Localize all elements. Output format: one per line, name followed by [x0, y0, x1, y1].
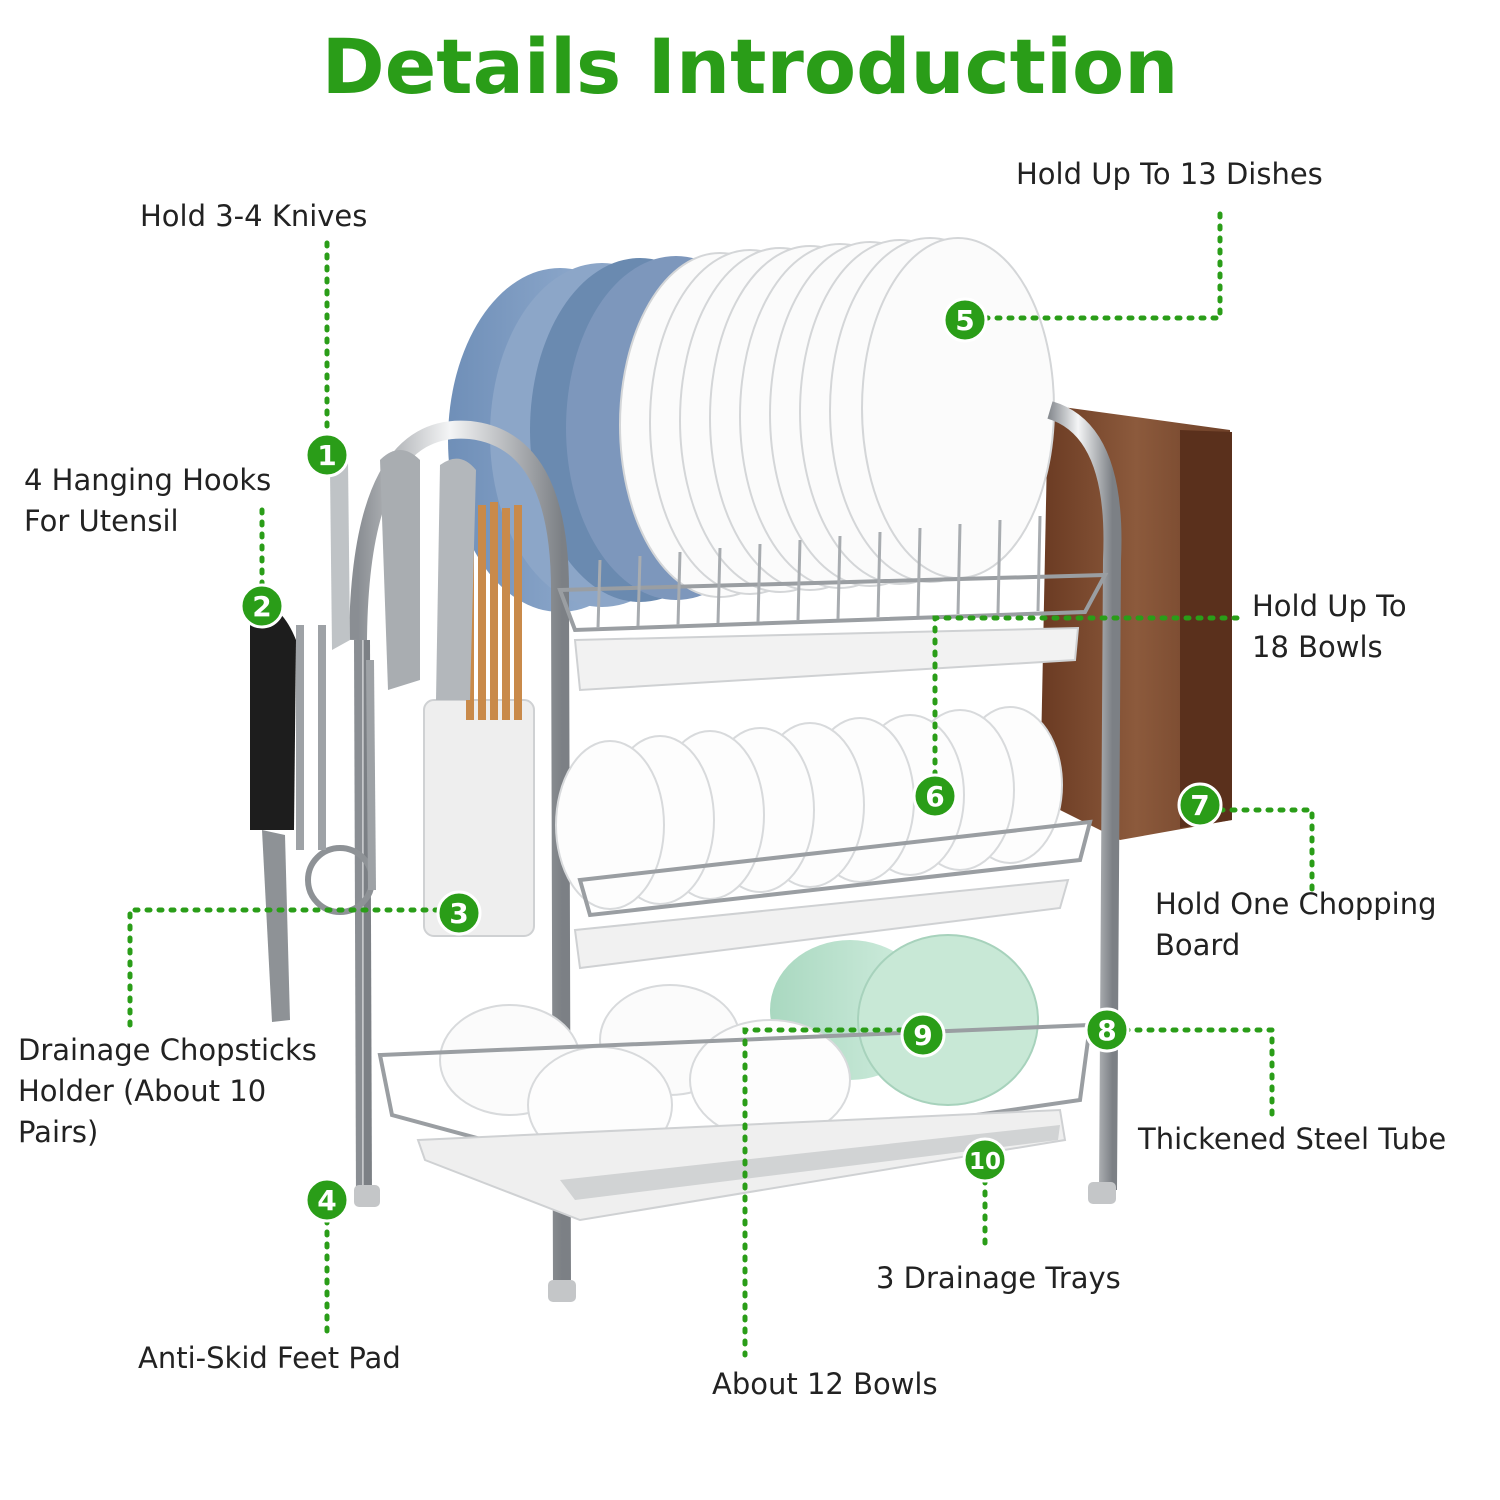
marker-number: 7	[1190, 789, 1209, 822]
callout-leaders	[127, 207, 1315, 1358]
callout-label-1: Hold 3-4 Knives	[140, 199, 368, 233]
marker-9: 9	[900, 1012, 946, 1058]
callout-label-5: Hold Up To 13 Dishes	[1016, 157, 1323, 191]
marker-2: 2	[239, 583, 285, 629]
marker-number: 1	[317, 439, 336, 472]
marker-3: 3	[436, 890, 482, 936]
marker-number: 10	[969, 1149, 1001, 1175]
callout-label-10: 3 Drainage Trays	[876, 1261, 1121, 1295]
marker-1: 1	[304, 432, 350, 478]
marker-6: 6	[912, 773, 958, 819]
middle-tier-bowls	[555, 706, 1063, 910]
utensil-caddy	[250, 450, 535, 1022]
middle-basket	[573, 819, 1093, 970]
marker-number: 2	[252, 590, 271, 623]
callout-label-2: 4 Hanging Hooks For Utensil	[24, 463, 272, 538]
top-tier-plates	[448, 237, 1055, 612]
callout-label-7: Hold One Chopping Board	[1155, 887, 1437, 962]
marker-5: 5	[942, 297, 988, 343]
frame-posts	[349, 401, 1122, 1302]
marker-number: 9	[913, 1019, 932, 1052]
callout-label-6: Hold Up To 18 Bowls	[1252, 589, 1407, 664]
marker-number: 8	[1097, 1014, 1116, 1047]
callout-label-9: About 12 Bowls	[712, 1367, 938, 1401]
marker-number: 3	[449, 897, 468, 930]
marker-8: 8	[1084, 1007, 1130, 1053]
marker-number: 6	[925, 780, 944, 813]
marker-7: 7	[1177, 782, 1223, 828]
marker-10: 10	[962, 1137, 1008, 1183]
lower-basket	[377, 1022, 1093, 1222]
callout-label-3: Drainage Chopsticks Holder (About 10 Pai…	[18, 1033, 317, 1149]
upper-basket	[557, 515, 1109, 692]
callout-label-8: Thickened Steel Tube	[1138, 1122, 1447, 1156]
chopping-board	[1040, 405, 1232, 840]
callout-label-4: Anti-Skid Feet Pad	[138, 1341, 401, 1375]
marker-number: 4	[317, 1184, 336, 1217]
page-title: Details Introduction	[321, 22, 1179, 111]
marker-number: 5	[955, 304, 974, 337]
marker-4: 4	[304, 1177, 350, 1223]
